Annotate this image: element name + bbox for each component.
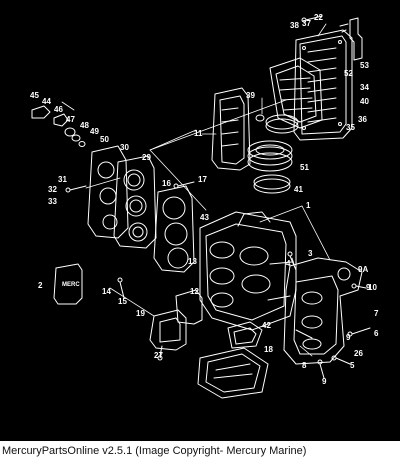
part-label-45[interactable]: 45 <box>30 91 39 100</box>
leader-lines <box>61 23 331 357</box>
reed-plate-part[interactable] <box>149 309 187 351</box>
part-label-35[interactable]: 35 <box>346 123 355 132</box>
part-label-42[interactable]: 42 <box>262 321 271 330</box>
part-label-1[interactable]: 1 <box>306 201 311 210</box>
part-label-5[interactable]: 5 <box>350 361 355 370</box>
part-label-53[interactable]: 53 <box>360 61 369 70</box>
part-number-labels: 1 2 3 4 5 6 7 8 9 9 9 9A 10 11 12 13 14 … <box>30 13 379 386</box>
part-label-52[interactable]: 52 <box>344 69 353 78</box>
seal-part[interactable] <box>255 114 299 134</box>
part-label-9A[interactable]: 9A <box>358 265 368 274</box>
part-label-3[interactable]: 3 <box>308 249 313 258</box>
part-label-37[interactable]: 37 <box>302 19 311 28</box>
part-label-50[interactable]: 50 <box>100 135 109 144</box>
part-label-10[interactable]: 10 <box>368 283 377 292</box>
part-label-14[interactable]: 14 <box>102 287 111 296</box>
part-label-9c[interactable]: 9 <box>366 283 371 292</box>
decal-part[interactable] <box>53 263 83 305</box>
part-label-34[interactable]: 34 <box>360 83 369 92</box>
part-label-18[interactable]: 18 <box>264 345 273 354</box>
gasket-part[interactable] <box>211 87 251 171</box>
part-label-48[interactable]: 48 <box>80 121 89 130</box>
crankcase-part[interactable] <box>283 257 363 365</box>
part-label-4[interactable]: 4 <box>286 259 291 268</box>
part-label-9b[interactable]: 9 <box>346 333 351 342</box>
part-label-16[interactable]: 16 <box>162 179 171 188</box>
port-cover-part[interactable] <box>113 155 157 249</box>
part-label-12[interactable]: 12 <box>190 287 199 296</box>
part-label-19[interactable]: 19 <box>136 309 145 318</box>
part-label-15[interactable]: 15 <box>118 297 127 306</box>
copyright-caption: MercuryPartsOnline v2.5.1 (Image Copyrig… <box>2 445 307 457</box>
port-cover-gasket-part[interactable] <box>87 145 129 239</box>
part-label-51[interactable]: 51 <box>300 163 309 172</box>
part-label-46[interactable]: 46 <box>54 105 63 114</box>
part-label-31[interactable]: 31 <box>58 175 67 184</box>
part-label-40[interactable]: 40 <box>360 97 369 106</box>
part-label-13[interactable]: 13 <box>188 257 197 266</box>
part-label-30[interactable]: 30 <box>120 143 129 152</box>
part-label-8[interactable]: 8 <box>302 361 307 370</box>
bracket-part[interactable] <box>339 17 363 61</box>
part-label-49[interactable]: 49 <box>90 127 99 136</box>
part-label-41[interactable]: 41 <box>294 185 303 194</box>
exhaust-divider-plate-part[interactable] <box>269 57 323 129</box>
part-label-32[interactable]: 32 <box>48 185 57 194</box>
exploded-parts-diagram: MERC 1 2 3 4 5 6 7 8 9 9 9 9A 10 11 12 1… <box>0 0 400 441</box>
cylinder-block-part[interactable] <box>199 211 297 331</box>
part-label-27[interactable]: 27 <box>154 351 163 360</box>
part-label-44[interactable]: 44 <box>42 97 51 106</box>
part-label-29[interactable]: 29 <box>142 153 151 162</box>
part-label-9a[interactable]: 9 <box>322 377 327 386</box>
manifold-gasket-part[interactable] <box>227 321 263 349</box>
diagram-drawing: MERC 1 2 3 4 5 6 7 8 9 9 9 9A 10 11 12 1… <box>30 13 379 399</box>
part-label-33[interactable]: 33 <box>48 197 57 206</box>
seal-rings-part[interactable] <box>247 140 293 194</box>
part-label-26[interactable]: 26 <box>354 349 363 358</box>
cylinder-gasket-part[interactable] <box>153 185 195 273</box>
part-label-39[interactable]: 39 <box>246 91 255 100</box>
part-label-22[interactable]: 22 <box>314 13 323 22</box>
reed-block-part[interactable] <box>175 289 203 325</box>
part-label-43[interactable]: 43 <box>200 213 209 222</box>
fasteners-part[interactable] <box>65 15 371 379</box>
part-label-6[interactable]: 6 <box>374 329 379 338</box>
part-label-38[interactable]: 38 <box>290 21 299 30</box>
part-label-2[interactable]: 2 <box>38 281 43 290</box>
exhaust-cover-part[interactable] <box>293 29 353 141</box>
small-fittings-part[interactable] <box>31 105 86 147</box>
part-label-11[interactable]: 11 <box>194 129 203 138</box>
bottom-plate-part[interactable] <box>197 347 269 399</box>
part-label-7[interactable]: 7 <box>374 309 379 318</box>
part-label-17[interactable]: 17 <box>198 175 207 184</box>
part-label-36[interactable]: 36 <box>358 115 367 124</box>
decal-label: MERC <box>62 282 80 288</box>
part-label-47[interactable]: 47 <box>66 115 75 124</box>
